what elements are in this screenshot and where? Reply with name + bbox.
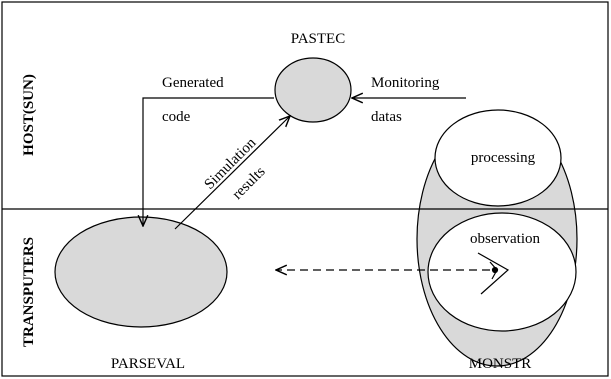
observation-ellipse xyxy=(427,212,577,332)
pastec-ellipse xyxy=(274,57,352,123)
parseval-label: PARSEVAL xyxy=(111,356,185,372)
transputers-region-label: TRANSPUTERS xyxy=(21,237,37,347)
monitoring-datas-label-2: datas xyxy=(371,109,402,125)
simulation-results-arrow xyxy=(174,116,290,230)
parseval-ellipse xyxy=(54,216,228,328)
generated-code-label-2: code xyxy=(162,109,191,125)
pastec-label: PASTEC xyxy=(291,31,345,47)
generated-code-label-1: Generated xyxy=(162,75,224,91)
observation-eye-icon xyxy=(477,252,510,295)
monitoring-datas-label-1: Monitoring xyxy=(371,75,440,91)
host-region-label: HOST(SUN) xyxy=(21,74,37,156)
processing-ellipse xyxy=(434,109,562,207)
processing-label: processing xyxy=(471,150,536,166)
monstr-label: MONSTR xyxy=(469,356,532,372)
generated-code-arrow xyxy=(143,97,274,226)
observation-label: observation xyxy=(470,231,540,247)
